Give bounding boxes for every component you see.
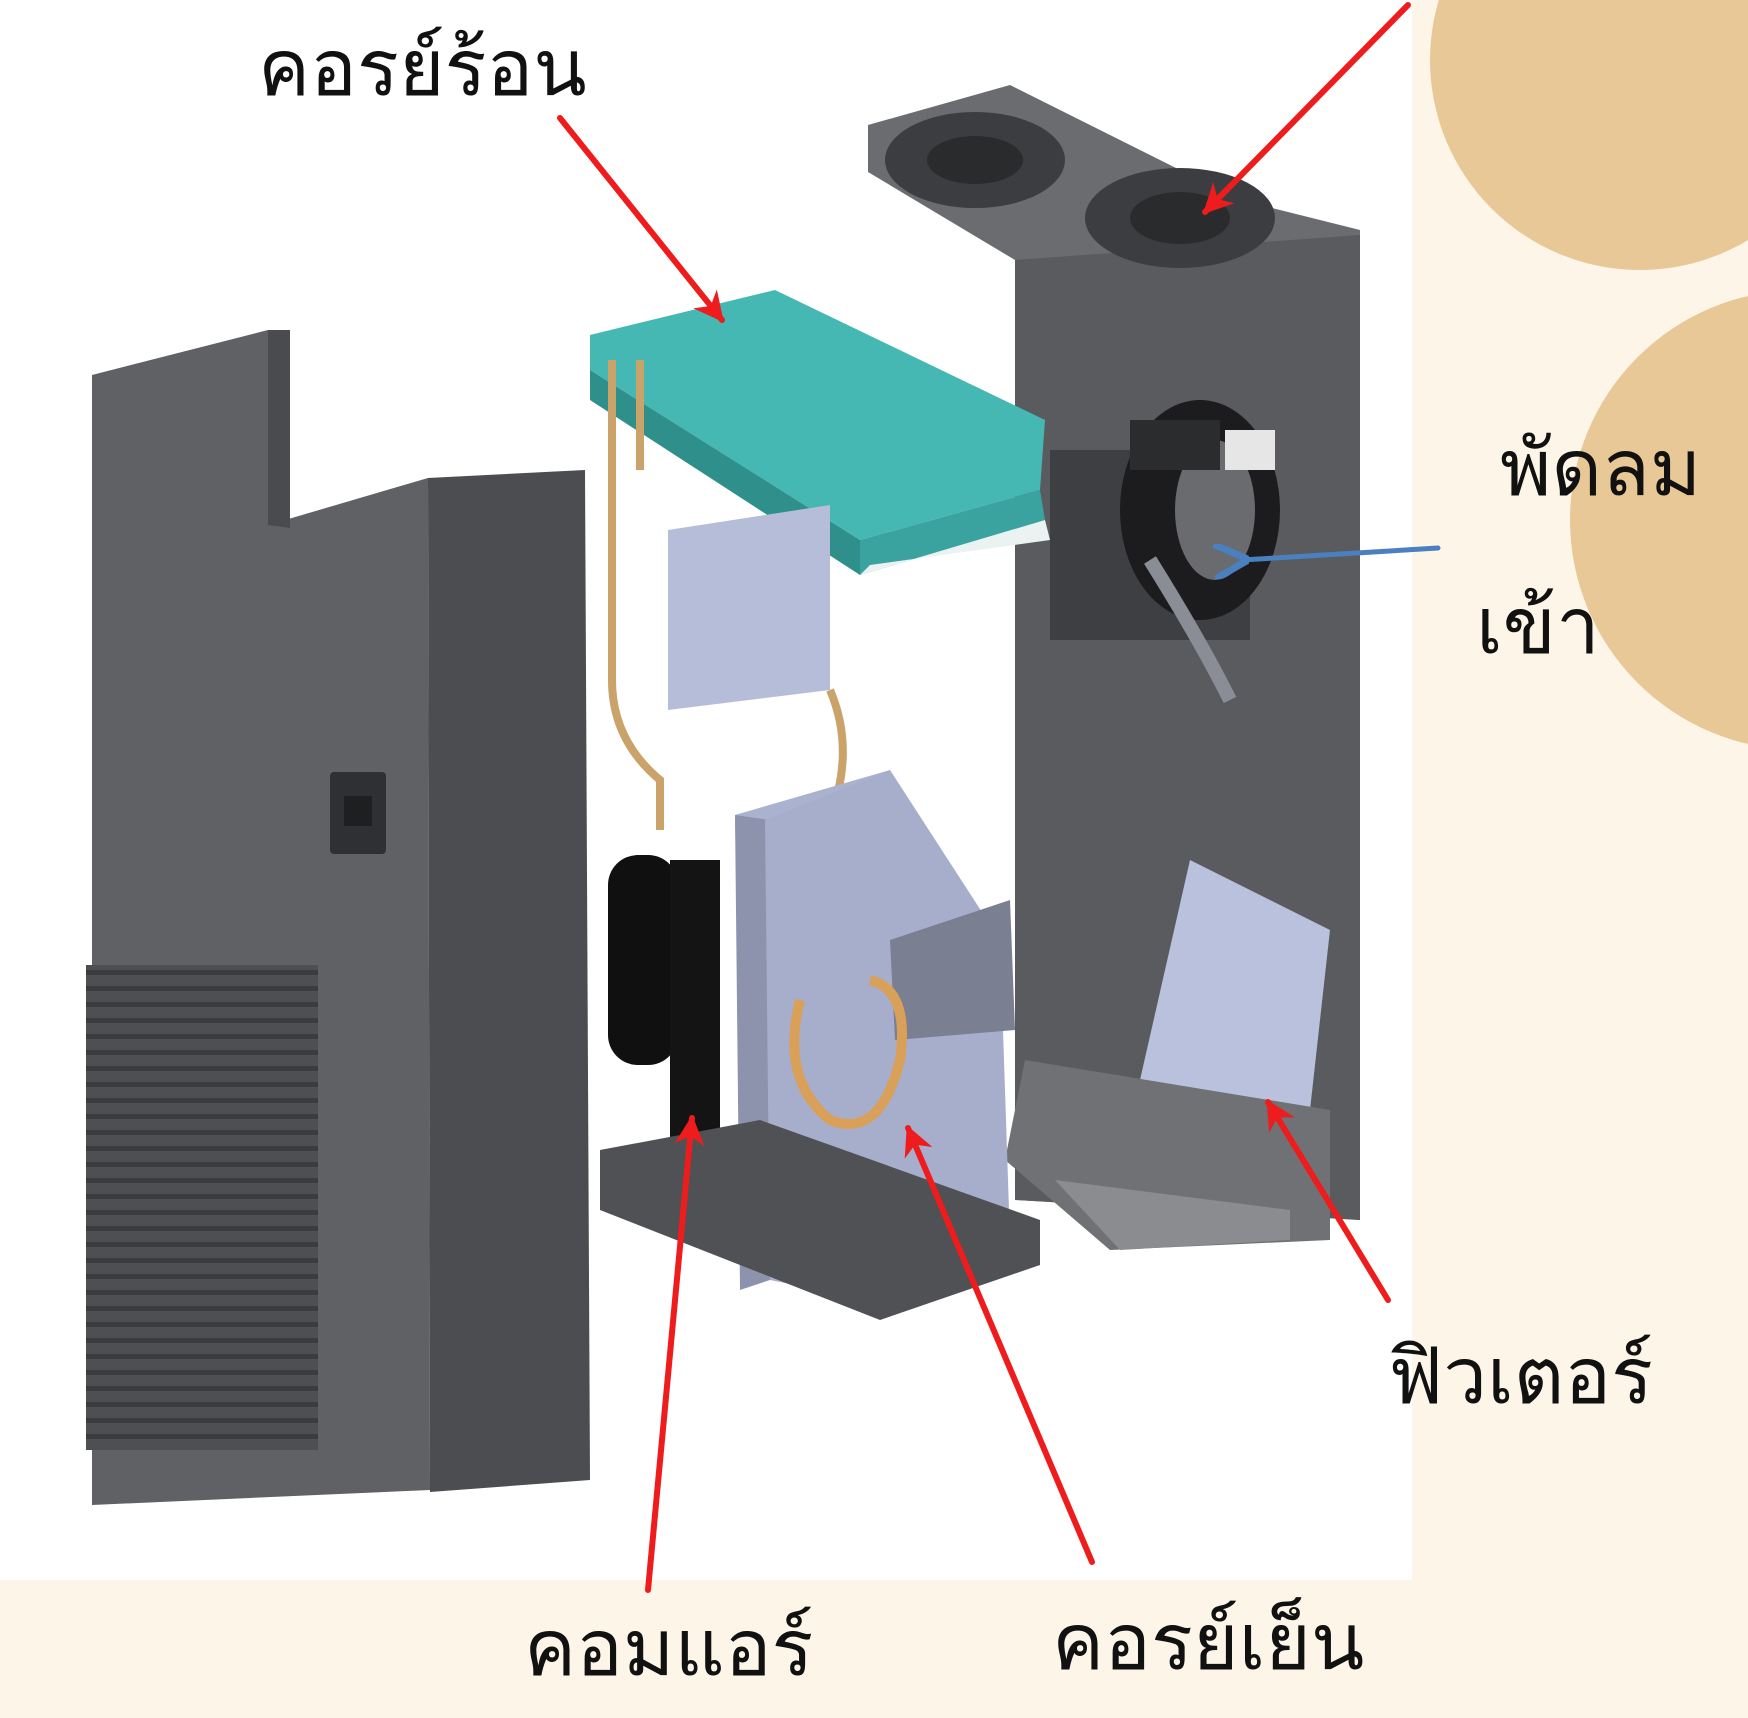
arrow-top-fan — [1202, 2, 1411, 215]
arrow-compressor — [645, 1115, 705, 1593]
label-filter: ฟิวเตอร์ — [1388, 1332, 1654, 1422]
callout-arrows — [557, 2, 1441, 1593]
arrow-cold-coil — [904, 1125, 1095, 1565]
arrow-fan-in — [1242, 548, 1441, 560]
rear-frame — [868, 85, 1360, 1250]
product-photo — [0, 0, 1412, 1580]
filter-panel — [1140, 860, 1330, 1110]
base-tray — [600, 1120, 1040, 1320]
label-fan-line2: เข้า — [1476, 582, 1600, 672]
arrow-hot-coil — [557, 115, 725, 323]
decor-circle-mid — [1570, 295, 1748, 745]
front-grille — [86, 965, 318, 1450]
label-fan-line1: พัดลม — [1500, 424, 1702, 514]
label-compressor: คอมแอร์ — [524, 1604, 814, 1694]
label-cold-coil: คอรย์เย็น — [1052, 1598, 1365, 1688]
label-hot-coil: คอรย์ร้อน — [258, 24, 587, 114]
front-cover-panel — [86, 330, 590, 1505]
decor-circle-top — [1430, 0, 1748, 270]
arrow-filter — [1265, 1099, 1391, 1303]
